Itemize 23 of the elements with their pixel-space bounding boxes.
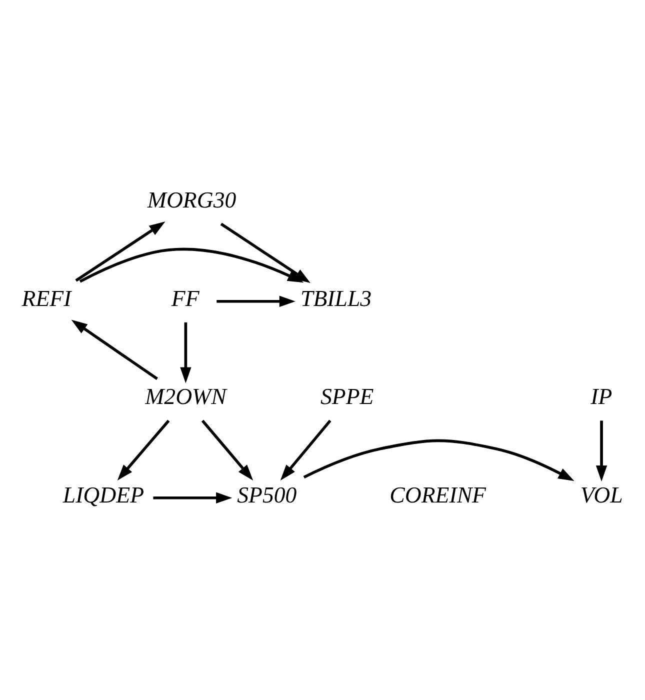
arrow xyxy=(153,492,232,503)
node-text: SP500 xyxy=(237,482,297,507)
node-text: COREINF xyxy=(390,482,486,507)
arrow xyxy=(201,419,254,480)
arrow xyxy=(280,419,332,480)
node-text: LIQDEP xyxy=(62,482,144,507)
node-text: MORG30 xyxy=(147,187,236,212)
arrow xyxy=(180,322,192,383)
node-text: VOL xyxy=(580,482,623,507)
arrow xyxy=(117,419,170,480)
node-text: FF xyxy=(171,285,200,310)
arrow xyxy=(596,420,608,482)
arrow xyxy=(303,438,574,481)
node-text: IP xyxy=(590,384,612,409)
node-text: SPPE xyxy=(320,384,374,409)
node-text: TBILL3 xyxy=(300,285,372,310)
arrow xyxy=(75,221,166,282)
node-text: M2OWN xyxy=(145,384,226,409)
arrow xyxy=(71,319,158,380)
arrow xyxy=(220,222,310,282)
arrow xyxy=(79,247,304,282)
arrow xyxy=(216,295,296,306)
node-text: REFI xyxy=(22,285,72,310)
